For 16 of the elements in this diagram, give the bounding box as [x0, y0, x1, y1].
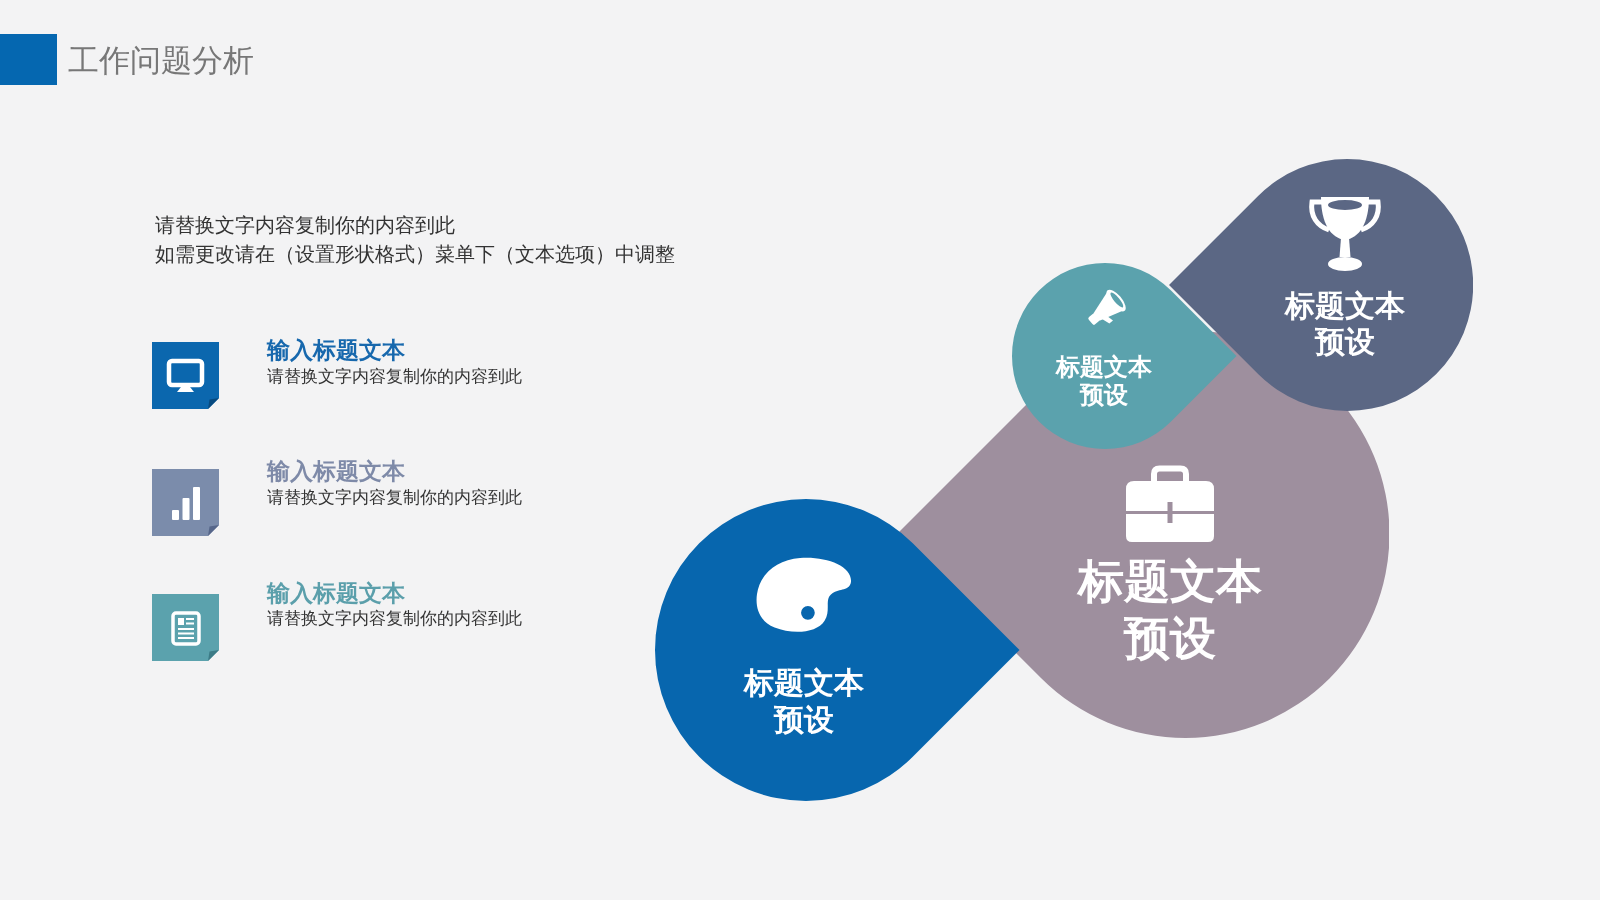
item-description: 请替换文字内容复制你的内容到此 [267, 609, 522, 629]
teardrop-shape [1168, 159, 1473, 411]
item-heading: 输入标题文本 [267, 458, 405, 486]
shape-label: 标题文本预设 [1076, 552, 1263, 667]
item-description: 请替换文字内容复制你的内容到此 [267, 367, 522, 387]
item-description: 请替换文字内容复制你的内容到此 [267, 488, 522, 508]
shape-label: 标题文本预设 [1283, 288, 1406, 360]
teardrop-shape [1012, 263, 1237, 449]
shape-label: 标题文本预设 [1054, 352, 1153, 410]
shape-label: 标题文本预设 [742, 665, 865, 739]
intro-text: 如需更改请在（设置形状格式）菜单下（文本选项）中调整 [155, 242, 675, 266]
intro-text: 请替换文字内容复制你的内容到此 [155, 213, 455, 237]
teardrop-shape [655, 499, 1020, 801]
item-heading: 输入标题文本 [267, 580, 405, 608]
item-heading: 输入标题文本 [267, 337, 405, 365]
slide-title: 工作问题分析 [68, 42, 254, 80]
